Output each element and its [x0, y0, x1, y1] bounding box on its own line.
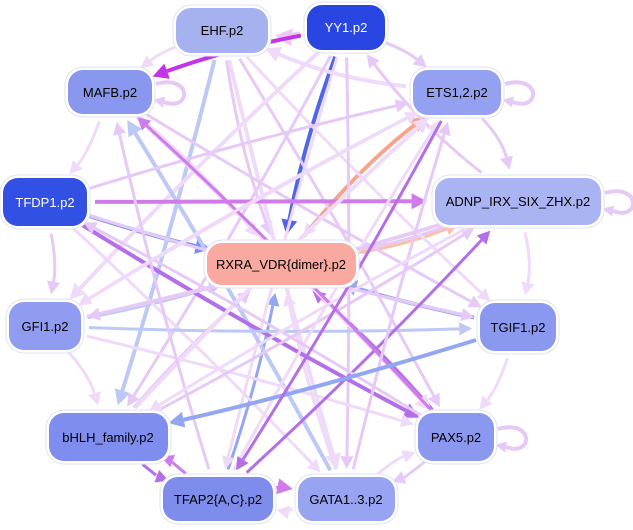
node-mafb[interactable]: MAFB.p2: [68, 70, 152, 114]
node-label-gfi1: GFI1.p2: [21, 318, 69, 334]
node-gfi1[interactable]: GFI1.p2: [9, 302, 81, 350]
node-ets12[interactable]: ETS1,2.p2: [413, 69, 501, 115]
node-yy1[interactable]: YY1.p2: [307, 4, 385, 50]
node-tgif1[interactable]: TGIF1.p2: [480, 303, 556, 351]
node-ehf[interactable]: EHF.p2: [176, 7, 268, 53]
node-bhlh-family[interactable]: bHLH_family.p2: [48, 413, 168, 461]
node-label-tfap2: TFAP2{A,C}.p2: [173, 491, 263, 507]
node-tfap2-ac[interactable]: TFAP2{A,C}.p2: [163, 477, 273, 521]
node-adnp-irx-six-zhx[interactable]: ADNP_IRX_SIX_ZHX.p2: [435, 177, 601, 225]
node-tfdp1[interactable]: TFDP1.p2: [3, 178, 87, 226]
node-gata1-3[interactable]: GATA1..3.p2: [297, 477, 395, 521]
node-label-mafb: MAFB.p2: [82, 84, 138, 100]
node-label-gata: GATA1..3.p2: [309, 491, 383, 507]
node-label-bhlh: bHLH_family.p2: [62, 429, 154, 445]
node-rxra-vdr-dimer[interactable]: RXRA_VDR{dimer}.p2: [206, 243, 356, 285]
node-label-tgif1: TGIF1.p2: [490, 319, 546, 335]
node-label-rxra: RXRA_VDR{dimer}.p2: [215, 256, 347, 272]
node-label-tfdp1: TFDP1.p2: [15, 194, 75, 210]
node-label-yy1: YY1.p2: [324, 19, 368, 35]
node-pax5[interactable]: PAX5.p2: [418, 413, 494, 461]
node-label-pax5: PAX5.p2: [430, 429, 482, 445]
node-label-ets12: ETS1,2.p2: [426, 84, 488, 100]
node-label-ehf: EHF.p2: [200, 22, 244, 38]
node-label-adnp: ADNP_IRX_SIX_ZHX.p2: [445, 193, 591, 209]
